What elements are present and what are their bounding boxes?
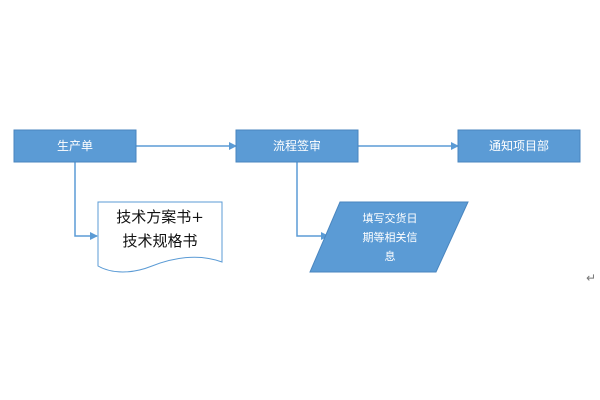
node-production-order-label: 生产单 xyxy=(57,139,93,153)
node-process-signoff-label: 流程签审 xyxy=(273,138,321,153)
node-notify-project-dept-box xyxy=(457,129,581,163)
node-parallelogram: 填写交货日 期等相关信 息 xyxy=(309,201,469,273)
node-notify-project-dept-label: 通知项目部 xyxy=(489,138,549,153)
node-production-order: 生产单 xyxy=(13,129,137,163)
paragraph-mark: ↵ xyxy=(586,271,596,285)
connector-production-to-document xyxy=(74,162,98,240)
node-process-signoff: 流程签审 xyxy=(235,129,359,163)
node-process-signoff-box xyxy=(235,129,359,163)
parallelogram-label-line3: 息 xyxy=(385,249,396,263)
node-production-order-box xyxy=(13,129,137,163)
node-document: 技术方案书+ 技术规格书 xyxy=(97,201,223,273)
node-notify-project-dept: 通知项目部 xyxy=(457,129,581,163)
document-label-line2: 技术规格书 xyxy=(122,232,197,250)
connector-signoff-to-parallelogram xyxy=(296,162,329,240)
document-label-line1: 技术方案书+ xyxy=(116,208,204,226)
parallelogram-shape xyxy=(309,201,469,273)
parallelogram-label-line2: 期等相关信 xyxy=(363,230,418,244)
document-shape xyxy=(97,201,223,273)
parallelogram-label-line1: 填写交货日 xyxy=(363,211,418,225)
